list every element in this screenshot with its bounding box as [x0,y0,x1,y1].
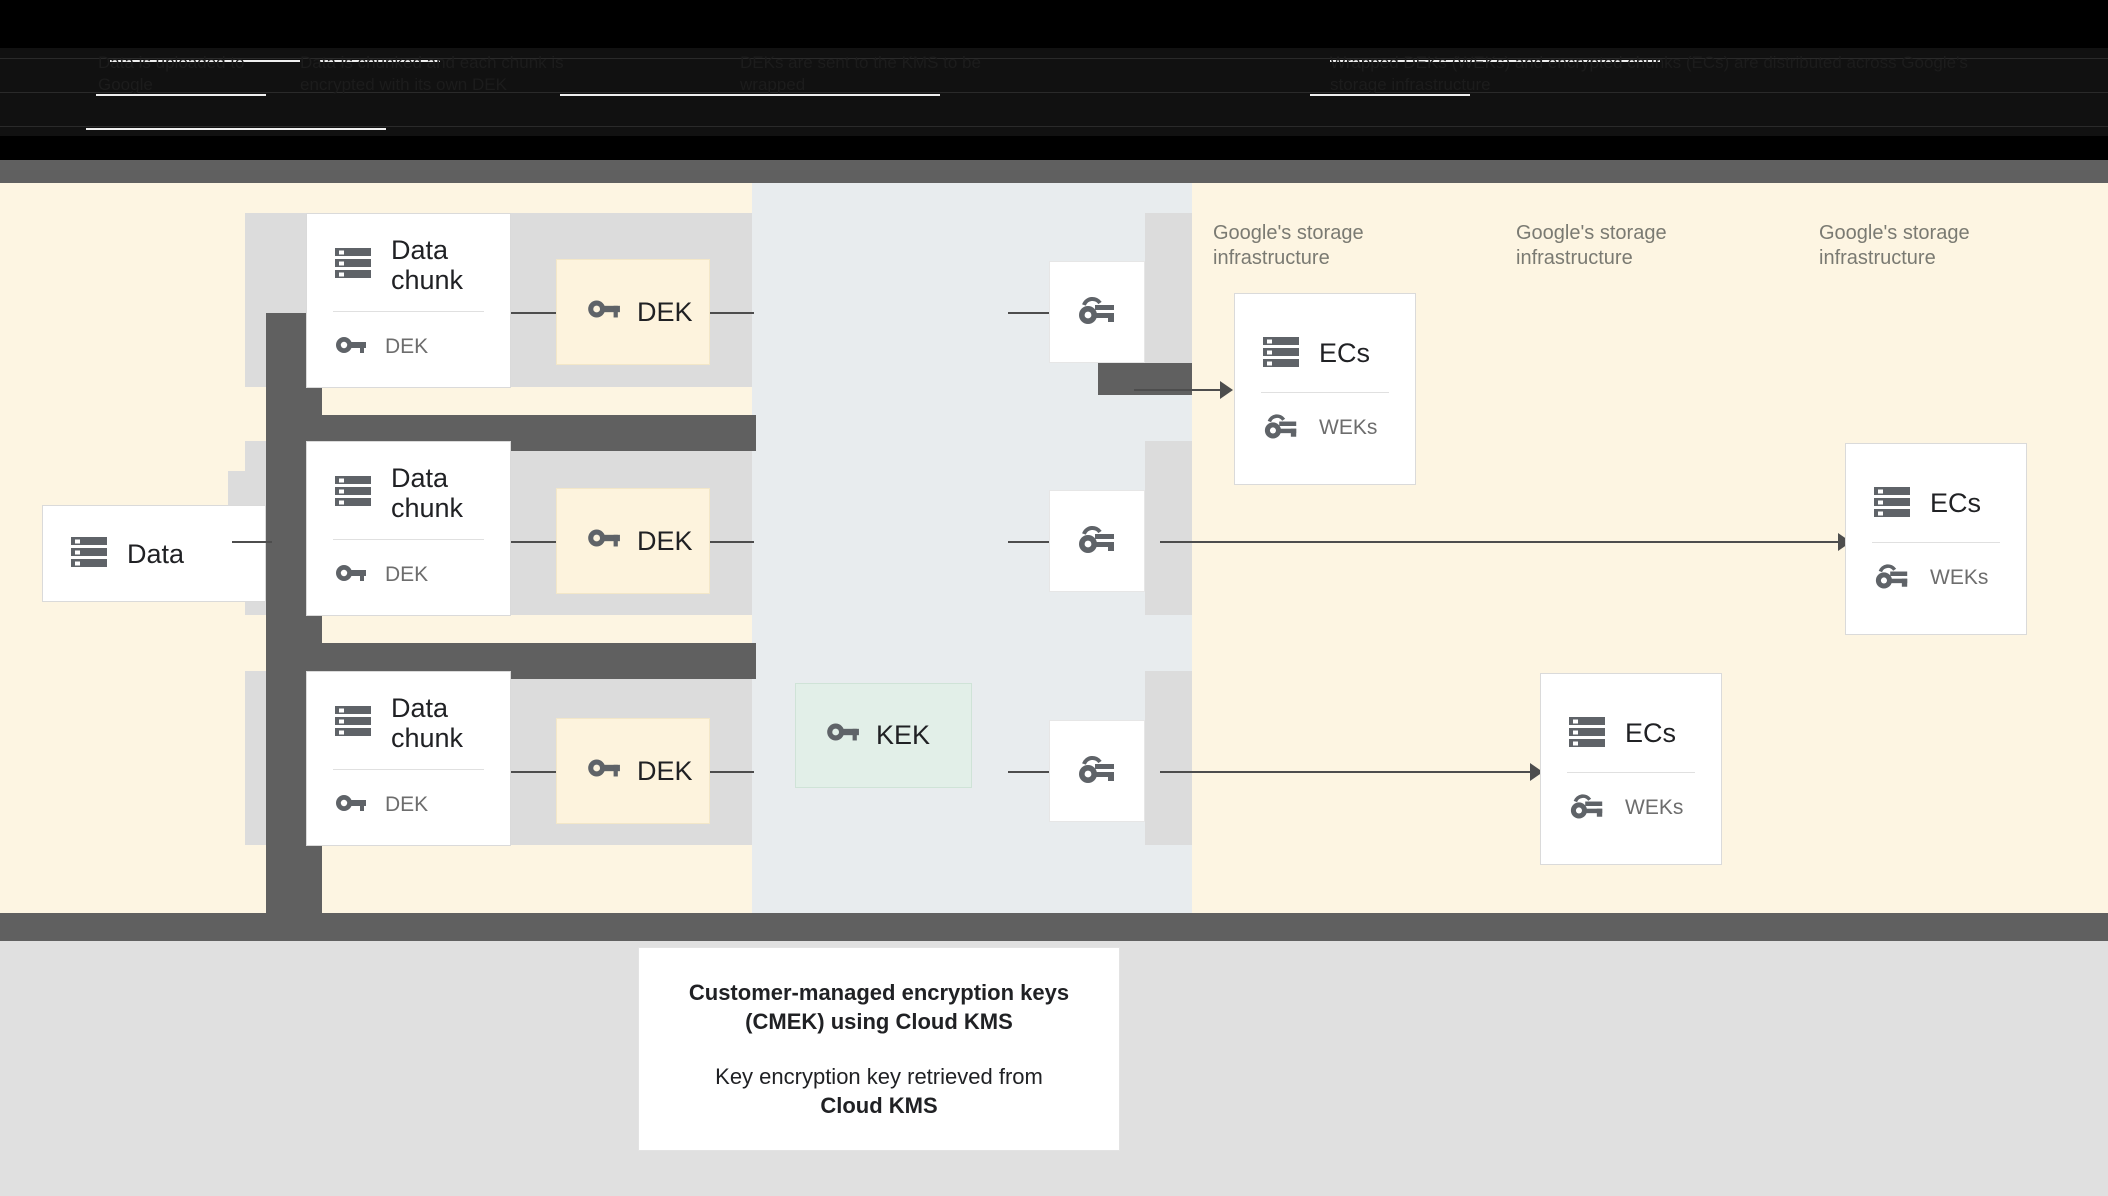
key-icon [333,556,367,595]
top-separator-bar [0,160,2108,183]
data-chunk-card-3[interactable]: Data chunk DEK [306,671,511,846]
chunk3-to-dek-line [511,771,556,773]
dek2-to-kms-line [710,541,754,543]
data-card[interactable]: Data [42,505,266,602]
ecs-card-1[interactable]: ECs WEKs [1234,293,1416,485]
wrapped-band-1 [1145,213,1192,387]
ecs-card-3[interactable]: ECs WEKs [1540,673,1722,865]
chunk1-to-dek-line [511,312,556,314]
wrapped-key-icon [1075,291,1119,334]
wrapped-key-icon [1261,409,1301,448]
wrapped-key-icon [1567,789,1607,828]
key-icon [333,786,367,825]
data-card-title: Data [127,538,185,569]
bottom-separator-bar [0,913,2108,941]
server-stack-icon [1567,711,1607,756]
data-chunk-key-label: DEK [385,563,429,586]
card-divider [333,538,484,540]
data-chunk-title: Data chunk [391,462,464,523]
wrapped-key-card-1[interactable] [1049,261,1145,363]
dek-label: DEK [637,296,693,327]
caption-line-3: Key encryption key retrieved from [715,1064,1043,1089]
arrow-line-3 [1160,771,1535,773]
dek-box-2[interactable]: DEK [556,488,710,594]
caption-box: Customer-managed encryption keys (CMEK) … [638,947,1120,1151]
kek-box[interactable]: KEK [795,683,972,788]
key-icon [585,750,621,793]
wrapped-key-icon [1075,750,1119,793]
key-icon [585,291,621,334]
server-stack-icon [333,470,373,515]
server-stack-icon [333,242,373,287]
arrow-head-1 [1220,381,1233,399]
data-chunk-key-label: DEK [385,793,429,816]
arrow-line-2 [1160,541,1844,543]
caption-line-4: Cloud KMS [820,1093,938,1118]
server-stack-icon [333,700,373,745]
data-chunk-title: Data chunk [391,234,464,295]
server-stack-icon [1261,331,1301,376]
dek1-to-kms-line [710,312,754,314]
key-icon [333,328,367,367]
chunk2-to-dek-line [511,541,556,543]
diagram-canvas: Data Data chunk [0,183,2108,953]
banner-column-4: Wrapped DEKs (WEKs) and encrypted chunks… [1330,53,1968,94]
server-stack-icon [1872,481,1912,526]
infra-label-3: Google's storage infrastructure [1819,222,1970,269]
wrapped-key-icon [1075,520,1119,563]
fan-out-bar [266,313,322,953]
banner-column-3: DEKs are sent to the KMS to be wrapped [740,53,981,94]
card-divider [1261,391,1389,393]
infra-label-1: Google's storage infrastructure [1213,222,1364,269]
dek-label: DEK [637,525,693,556]
data-chunk-card-1[interactable]: Data chunk DEK [306,213,511,388]
wrapped-key-card-2[interactable] [1049,490,1145,592]
wrapped-key-icon [1872,559,1912,598]
card-divider [1872,541,2000,543]
ecs-card-key-label: WEKs [1319,416,1378,439]
arrow-line-1 [1134,389,1224,391]
kek-label: KEK [876,720,931,750]
banner-column-2: Data is chunked and each chunk is encryp… [300,53,564,94]
card-divider [1567,771,1695,773]
wrapped-band-2 [1145,441,1192,615]
card-divider [333,310,484,312]
ecs-card-2[interactable]: ECs WEKs [1845,443,2027,635]
banner-column-1: Data is uploaded to Google [98,53,245,94]
dek-label: DEK [637,755,693,786]
ecs-card-title: ECs [1930,488,1982,518]
data-chunk-card-2[interactable]: Data chunk DEK [306,441,511,616]
data-chunk-title: Data chunk [391,692,464,753]
dek-box-3[interactable]: DEK [556,718,710,824]
ecs-card-title: ECs [1319,338,1371,368]
ecs-card-key-label: WEKs [1625,796,1684,819]
ecs-card-key-label: WEKs [1930,566,1989,589]
wrapped-key-card-3[interactable] [1049,720,1145,822]
key-icon [824,714,860,757]
dek3-to-kms-line [710,771,754,773]
card-divider [333,768,484,770]
kek-to-wrapped-line-2 [1008,541,1049,543]
wrapped-band-3 [1145,671,1192,845]
kek-to-wrapped-line-3 [1008,771,1049,773]
infra-label-2: Google's storage infrastructure [1516,222,1667,269]
server-stack-icon [69,531,109,576]
arrow-head-3 [1530,763,1543,781]
data-to-chunks-line [232,541,272,543]
top-banner: Data is uploaded to Google Data is chunk… [0,0,2108,160]
data-chunk-key-label: DEK [385,335,429,358]
ecs-card-title: ECs [1625,718,1677,748]
kek-to-wrapped-line-1 [1008,312,1049,314]
dek-box-1[interactable]: DEK [556,259,710,365]
caption-line-2: (CMEK) using Cloud KMS [745,1009,1013,1034]
caption-line-1: Customer-managed encryption keys [688,980,1070,1005]
key-icon [585,520,621,563]
